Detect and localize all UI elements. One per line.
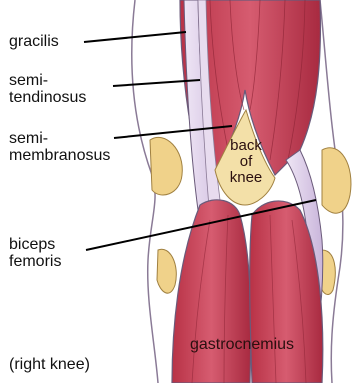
caption-right-knee: (right knee) xyxy=(9,356,90,373)
label-back-of-knee: back of knee xyxy=(226,138,266,186)
label-gastrocnemius: gastrocnemius xyxy=(190,336,294,353)
label-semimembranosus: semi- membranosus xyxy=(9,130,110,164)
gracilis-leader-line xyxy=(84,32,186,42)
label-semitendinosus: semi- tendinosus xyxy=(9,72,86,106)
label-biceps-femoris: biceps femoris xyxy=(9,236,61,270)
label-gracilis: gracilis xyxy=(9,33,59,50)
